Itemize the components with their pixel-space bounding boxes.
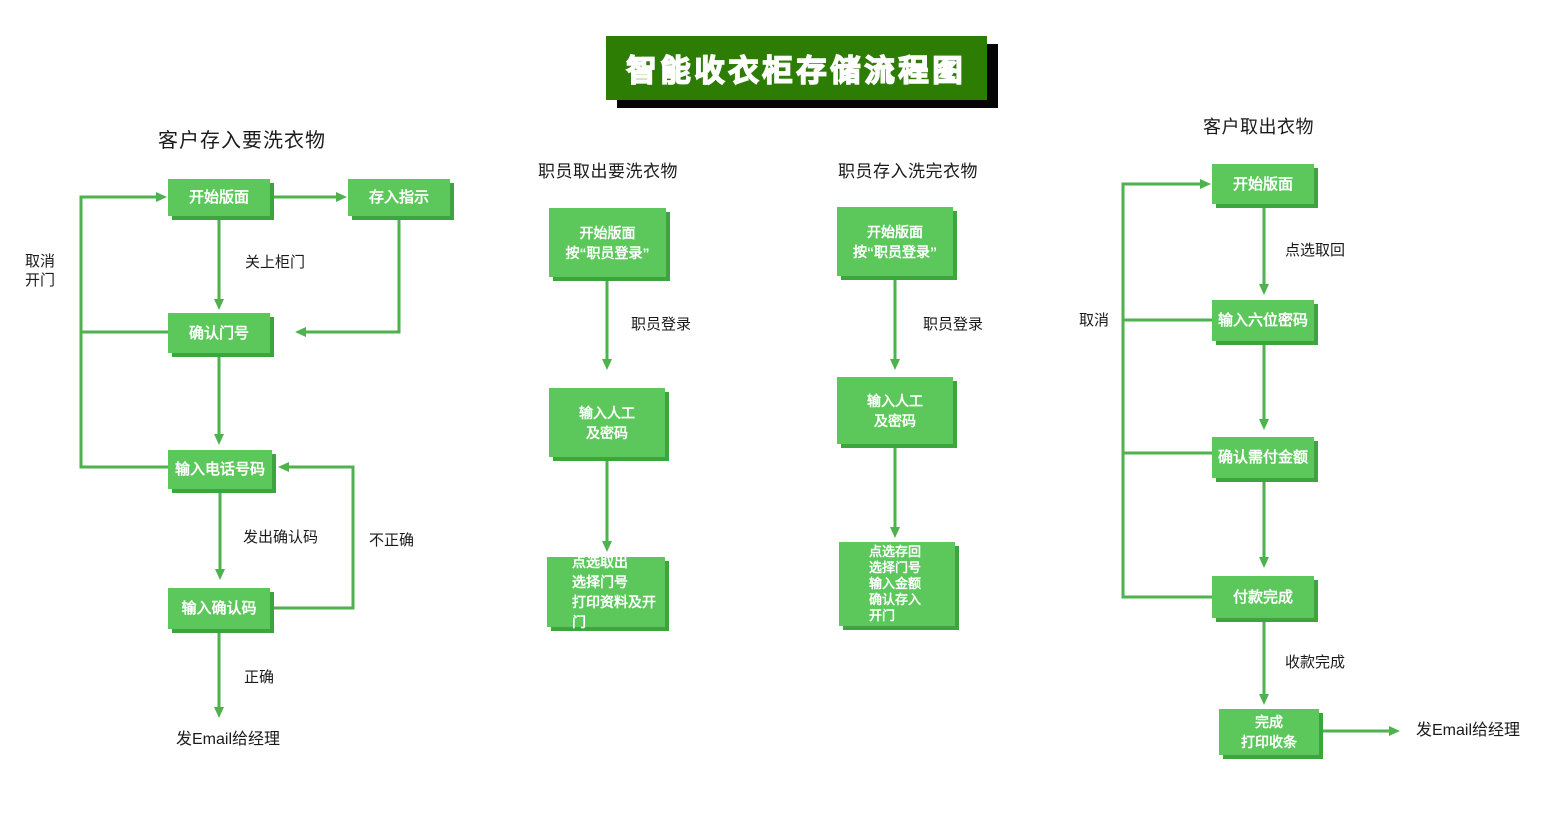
heading-customer-retrieve: 客户取出衣物 <box>1203 117 1314 137</box>
label-close-door: 关上柜门 <box>245 254 306 271</box>
edge-incorrect-loop <box>270 462 355 610</box>
heading-staff-takeout: 职员取出要洗衣物 <box>538 162 678 181</box>
node-staff3-start: 开始版面 按“职员登录” <box>837 207 953 276</box>
node-payment-done: 付款完成 <box>1212 576 1314 618</box>
node-staff2-actions: 点选取出 选择门号 打印资料及开门 <box>547 554 665 630</box>
edge-cancel-loop-4 <box>1121 179 1212 599</box>
label-correct: 正确 <box>244 669 275 686</box>
label-email-manager-4: 发Email给经理 <box>1416 722 1521 739</box>
node-staff3-enter-id: 输入人工 及密码 <box>837 377 953 444</box>
node-confirm-amount: 确认需付金额 <box>1212 437 1314 478</box>
label-staff3-login: 职员登录 <box>923 316 984 333</box>
node-start-panel-1: 开始版面 <box>168 179 270 216</box>
node-start-panel-4: 开始版面 <box>1212 164 1314 204</box>
node-confirm-door: 确认门号 <box>168 313 270 353</box>
node-staff2-enter-id: 输入人工 及密码 <box>549 388 665 457</box>
node-deposit-hint: 存入指示 <box>348 179 450 216</box>
label-payment-received: 收款完成 <box>1285 654 1346 671</box>
heading-customer-deposit: 客户存入要洗衣物 <box>158 130 326 152</box>
label-incorrect: 不正确 <box>369 532 415 549</box>
label-staff2-login: 职员登录 <box>631 316 692 333</box>
diagram-title-banner: 智能收衣柜存储流程图 <box>606 36 987 100</box>
label-cancel-4: 取消 <box>1079 312 1110 329</box>
node-enter-password: 输入六位密码 <box>1212 300 1314 341</box>
node-finish-print: 完成 打印收条 <box>1219 709 1319 755</box>
label-send-code: 发出确认码 <box>243 529 319 546</box>
node-staff3-actions: 点选存回 选择门号 输入金额 确认存入 开门 <box>839 542 955 626</box>
diagram-title: 智能收衣柜存储流程图 <box>626 54 967 89</box>
node-enter-confirm-code: 输入确认码 <box>168 588 270 629</box>
node-enter-phone: 输入电话号码 <box>168 450 272 489</box>
label-cancel-open: 取消 开门 <box>25 253 56 289</box>
heading-staff-deposit: 职员存入洗完衣物 <box>838 162 978 181</box>
label-email-manager-1: 发Email给经理 <box>176 731 281 748</box>
label-select-retrieve: 点选取回 <box>1285 242 1346 259</box>
edge-deposit-hint-to-confirm-door <box>295 216 401 337</box>
node-staff2-start: 开始版面 按“职员登录” <box>549 208 666 277</box>
